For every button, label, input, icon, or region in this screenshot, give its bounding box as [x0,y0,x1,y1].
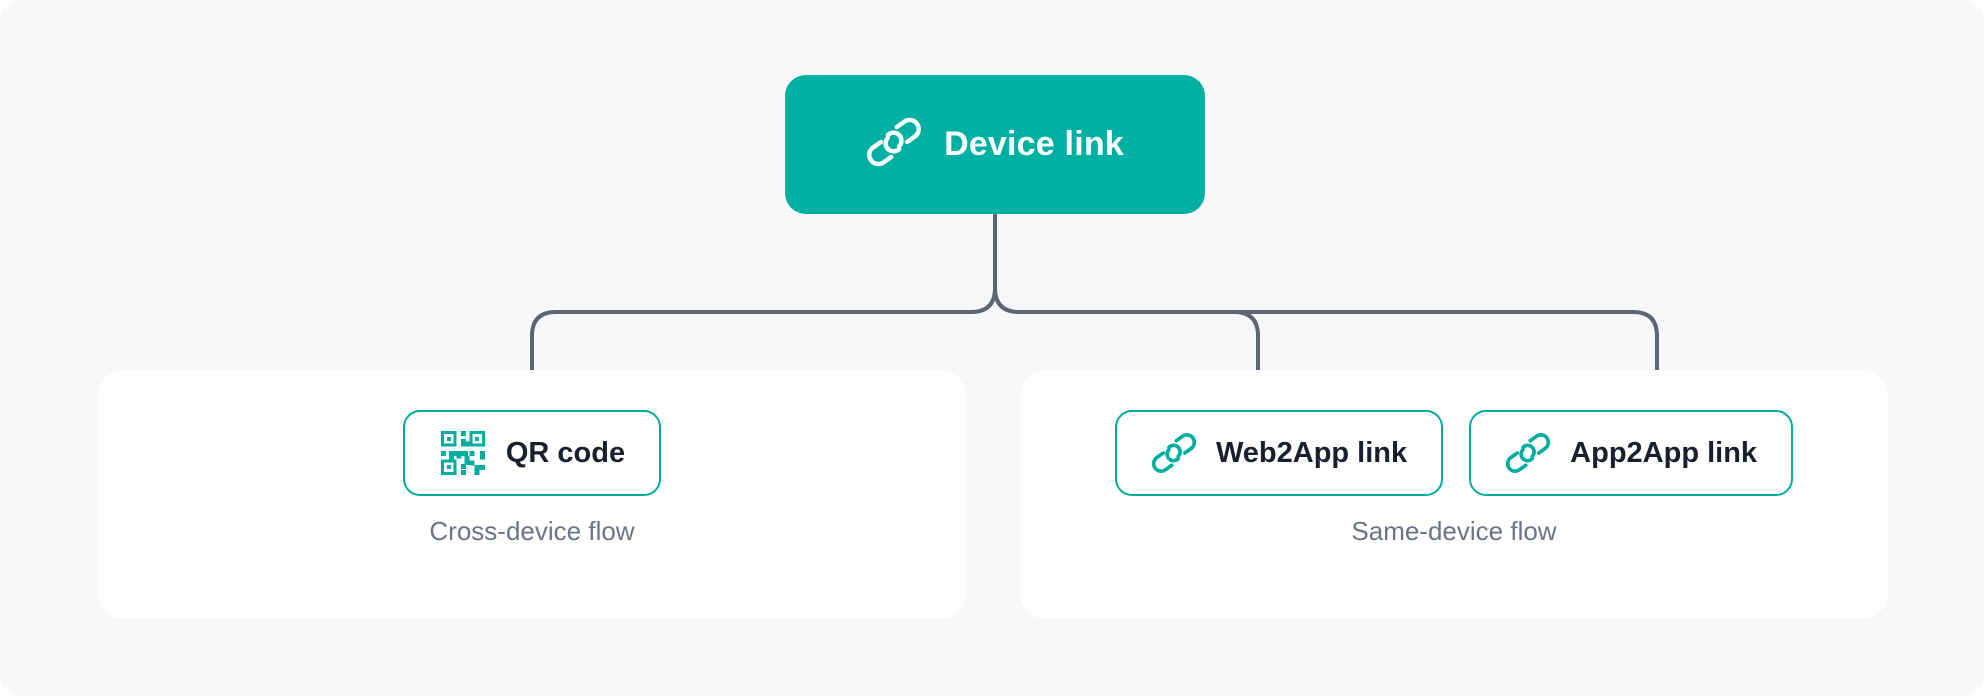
node-device-link[interactable]: Device link [785,75,1205,214]
group-caption-cross-device: Cross-device flow [429,516,635,546]
group-card-same-device: Web2App link App2App link Same-device fl… [1020,370,1888,619]
node-app2app-link[interactable]: App2App link [1469,410,1794,496]
node-qr-code[interactable]: QR code [402,410,662,496]
group-card-cross-device: QR code Cross-device flow [98,370,966,619]
chain-link-icon [1505,430,1551,476]
node-web2app-link[interactable]: Web2App link [1114,410,1444,496]
node-label: Device link [944,125,1124,163]
pill-row: QR code [98,410,966,496]
qr-code-icon [439,429,487,477]
connector-trunk [969,212,997,314]
connector-trunk-right [993,286,1021,314]
group-caption-same-device: Same-device flow [1351,516,1557,546]
node-label: App2App link [1570,436,1758,469]
node-label: QR code [505,436,626,469]
node-label: Web2App link [1215,436,1408,469]
chain-link-icon [1151,430,1197,476]
pill-row: Web2App link App2App link [1020,410,1888,496]
chain-link-icon [866,114,922,175]
